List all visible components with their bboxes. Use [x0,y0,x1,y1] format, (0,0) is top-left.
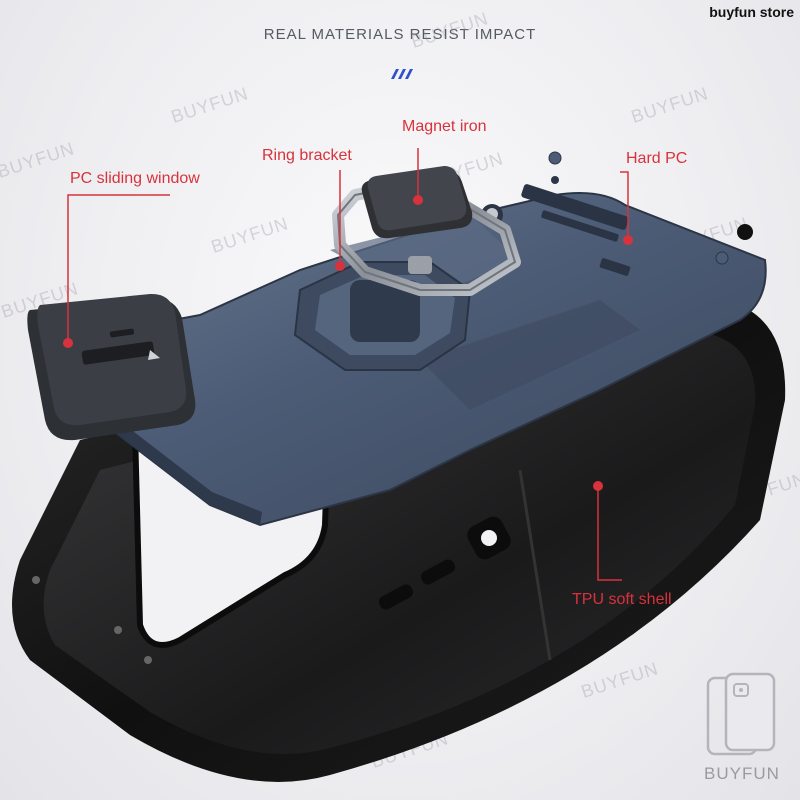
callout-magnet-iron: Magnet iron [402,118,487,135]
hard-pc-plate [38,151,767,527]
callout-tpu-soft-shell: TPU soft shell [572,591,672,608]
pc-sliding-window [27,293,196,441]
callout-pc-sliding-window: PC sliding window [70,170,200,187]
callout-hard-pc: Hard PC [626,150,688,167]
triple-slash-chevron-icon [391,69,413,79]
callout-ring-bracket: Ring bracket [262,147,352,164]
brand-name: BUYFUN [704,764,780,783]
store-name: buyfun store [709,4,794,20]
phone-case-outline-icon [706,672,776,756]
headline: REAL MATERIALS RESIST IMPACT [263,26,537,43]
